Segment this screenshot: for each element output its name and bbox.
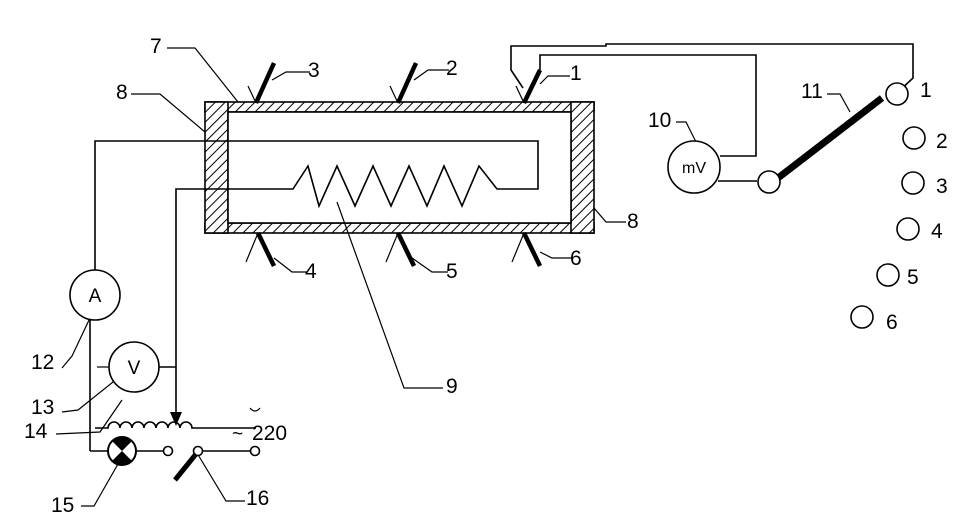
- label-1-top: 1: [570, 62, 582, 85]
- autotransformer-slider-arrow[interactable]: [170, 412, 182, 426]
- label-8-left: 8: [116, 81, 128, 104]
- selector-contacts: [850, 82, 926, 329]
- contact-4[interactable]: [896, 217, 920, 241]
- autotransformer-coil: [95, 421, 256, 429]
- ammeter-label: A: [89, 286, 102, 307]
- switch-position-2: 2: [936, 130, 948, 153]
- thermocouple-6: [521, 232, 543, 267]
- millivoltmeter-label: mV: [682, 160, 706, 177]
- label-5-bottom: 5: [446, 260, 458, 283]
- millivoltmeter: [667, 140, 721, 194]
- contact-3[interactable]: [901, 171, 925, 195]
- label-14: 14: [24, 420, 48, 443]
- contact-2[interactable]: [902, 126, 926, 150]
- selector-switch-arm[interactable]: [775, 95, 885, 181]
- switch-position-6: 6: [886, 311, 898, 334]
- furnace: [204, 101, 595, 234]
- thermocouples-top: [247, 62, 543, 104]
- label-15: 15: [51, 494, 74, 517]
- end-plug-right: [570, 101, 595, 234]
- thermocouple-1: [521, 69, 543, 104]
- supply-voltage: 220: [252, 422, 287, 445]
- label-16: 16: [246, 487, 269, 510]
- power-circuit: A V ~ 220: [69, 269, 287, 482]
- label-3-top: 3: [308, 59, 320, 82]
- switch-position-5: 5: [907, 266, 919, 289]
- label-7: 7: [150, 35, 162, 58]
- label-4-bottom: 4: [305, 260, 317, 283]
- thermocouple-4: [255, 232, 277, 267]
- label-12: 12: [31, 351, 54, 374]
- contact-5[interactable]: [876, 263, 900, 287]
- switch-position-labels: 1 2 3 4 5 6: [886, 79, 948, 334]
- switch-position-3: 3: [936, 175, 948, 198]
- label-8-right: 8: [627, 210, 639, 233]
- insulation-bottom: [204, 222, 595, 234]
- label-2-top: 2: [446, 57, 458, 80]
- label-13: 13: [31, 396, 54, 419]
- contact-1[interactable]: [885, 82, 909, 106]
- leader-lines: [55, 47, 851, 507]
- thermocouple-5: [395, 232, 417, 267]
- ac-tilde: ~: [232, 424, 243, 445]
- switch-position-4: 4: [931, 220, 943, 243]
- label-9: 9: [446, 375, 458, 398]
- thermocouple-3: [253, 62, 277, 104]
- heater-element: [94, 140, 539, 412]
- main-switch-blade[interactable]: [173, 452, 198, 482]
- thermocouples-bottom: [245, 232, 543, 267]
- labels: 7 3 2 1 8 8 10 11 4 5 6 9 12 13 14 15 16: [24, 35, 823, 517]
- furnace-cavity: [227, 111, 572, 224]
- label-10: 10: [648, 109, 671, 132]
- switch-position-1: 1: [920, 79, 932, 102]
- label-11: 11: [801, 80, 823, 103]
- ammeter: [69, 269, 121, 321]
- voltmeter-label: V: [128, 358, 141, 379]
- label-6-bottom: 6: [570, 247, 582, 270]
- contact-6[interactable]: [850, 305, 874, 329]
- selector-pivot: [757, 170, 781, 194]
- end-plug-left: [204, 101, 229, 234]
- thermocouple-2: [395, 62, 419, 104]
- measurement-circuit: mV: [510, 43, 914, 194]
